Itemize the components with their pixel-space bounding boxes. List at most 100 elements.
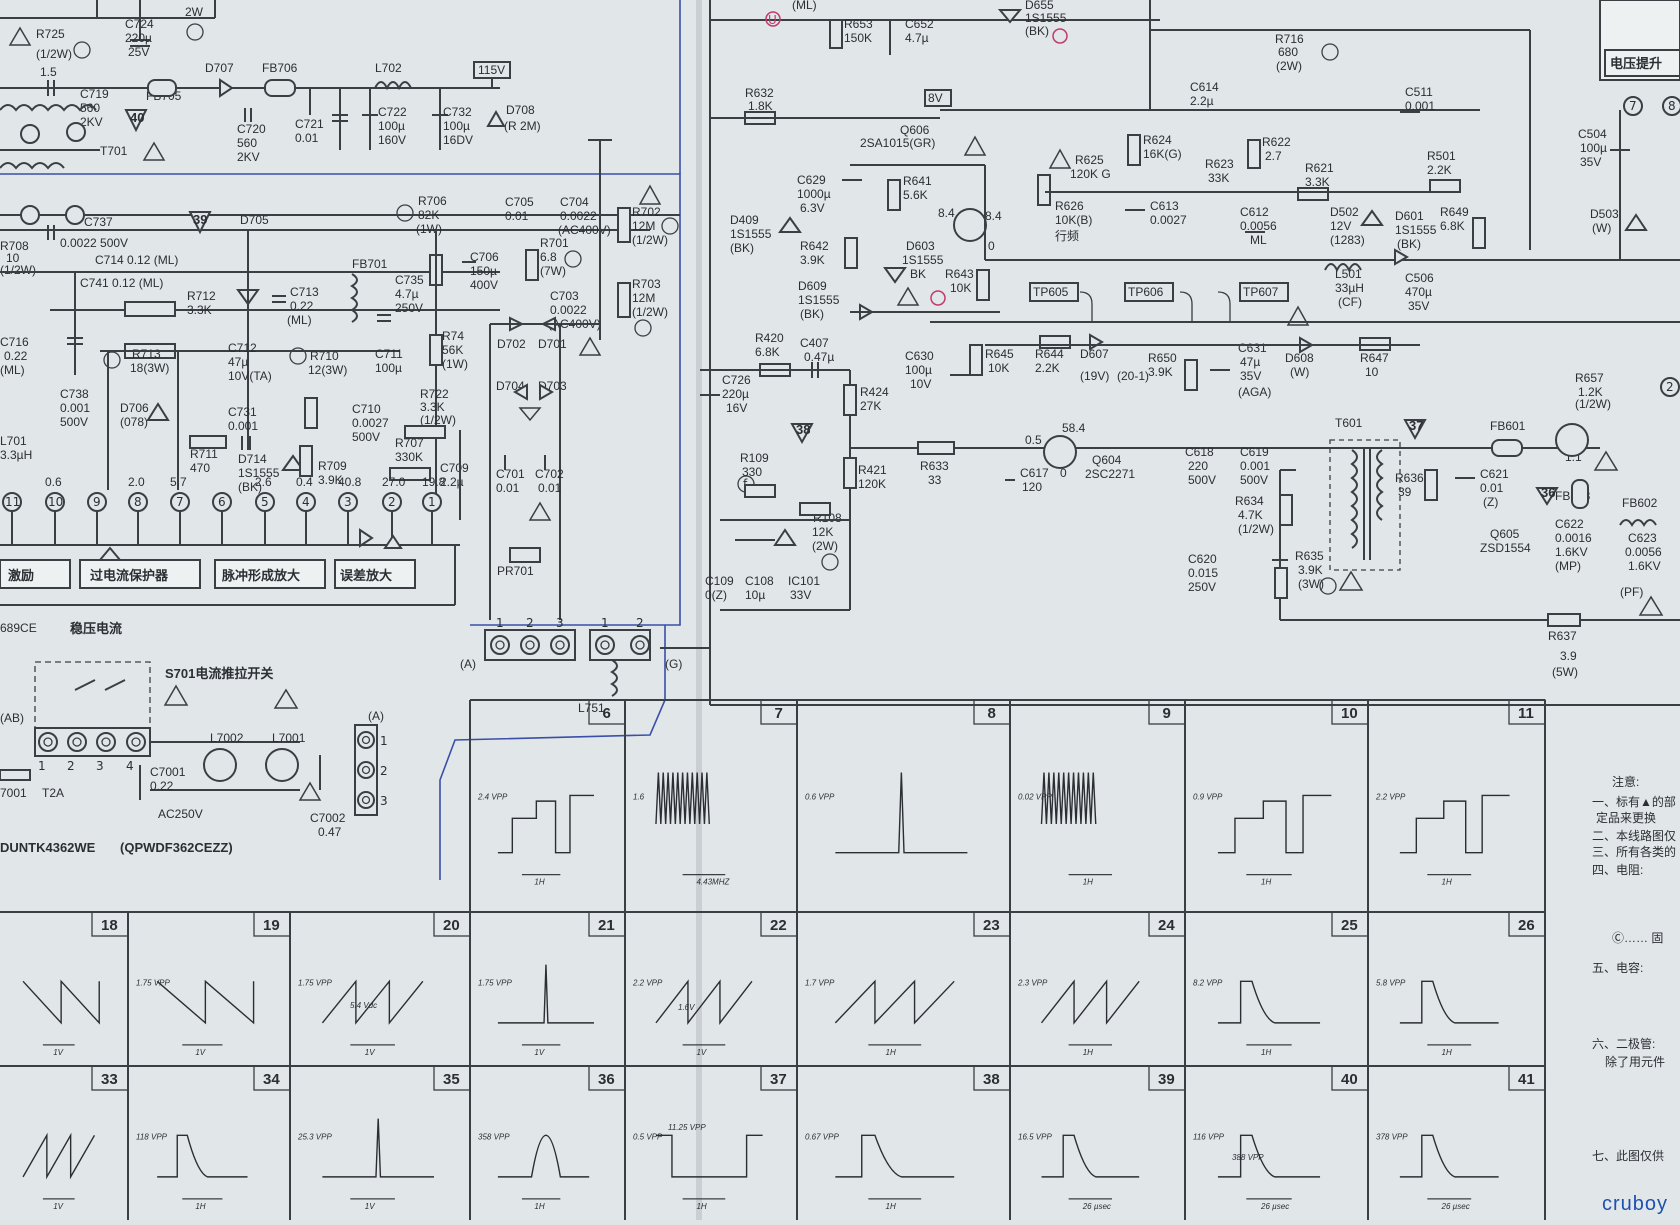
svg-text:0.001: 0.001	[228, 419, 258, 433]
svg-text:4.7µ: 4.7µ	[395, 287, 419, 301]
waveform-trace	[1040, 979, 1140, 1025]
connector-pin	[520, 635, 540, 655]
svg-text:0.01: 0.01	[538, 481, 562, 495]
svg-text:1S1555: 1S1555	[730, 227, 772, 241]
svg-text:R624: R624	[1143, 133, 1172, 147]
waveform-number: 33	[101, 1071, 118, 1088]
svg-text:L7002: L7002	[210, 731, 244, 745]
svg-text:2KV: 2KV	[237, 150, 260, 164]
waveform-number: 34	[263, 1071, 280, 1088]
svg-text:D603: D603	[906, 239, 935, 253]
svg-text:0.0027: 0.0027	[1150, 213, 1187, 227]
svg-text:16V: 16V	[726, 401, 747, 415]
svg-text:C709: C709	[440, 461, 469, 475]
svg-text:D503: D503	[1590, 207, 1619, 221]
svg-text:100µ: 100µ	[443, 119, 470, 133]
svg-text:689CE: 689CE	[0, 621, 37, 635]
ic-pin-voltage: 40.8	[338, 475, 362, 489]
svg-text:R702: R702	[632, 205, 661, 219]
ic-pin-number: 9	[93, 495, 101, 509]
notes-section: 注意: 一、标有▲的部 定品来更换 二、本线路图仅 三、所有各类的 四、电阻: …	[1592, 774, 1676, 1163]
svg-text:七、此图仅供: 七、此图仅供	[1592, 1149, 1664, 1163]
svg-text:35V: 35V	[1580, 155, 1601, 169]
waveform-trace	[655, 1134, 763, 1178]
connector-pin-number: 1	[496, 616, 504, 630]
waveform-number: 39	[1158, 1071, 1175, 1088]
svg-text:R653: R653	[844, 17, 873, 31]
svg-text:100µ: 100µ	[1580, 141, 1607, 155]
waveform-trace	[834, 979, 955, 1025]
a-pin	[357, 761, 375, 779]
svg-text:D701: D701	[538, 337, 567, 351]
connector-pin-number: 2	[526, 616, 534, 630]
svg-text:12(3W): 12(3W)	[308, 363, 347, 377]
waveform-trace	[497, 794, 594, 854]
svg-text:(5W): (5W)	[1552, 665, 1578, 679]
svg-text:Q605: Q605	[1490, 527, 1520, 541]
svg-text:120: 120	[1022, 480, 1042, 494]
svg-text:3.9K: 3.9K	[1148, 365, 1173, 379]
svg-text:33K: 33K	[1208, 171, 1229, 185]
svg-text:C622: C622	[1555, 517, 1584, 531]
svg-text:R722: R722	[420, 387, 449, 401]
svg-text:0.47: 0.47	[318, 825, 342, 839]
svg-text:(1/2W): (1/2W)	[36, 47, 72, 61]
svg-text:T601: T601	[1335, 416, 1363, 430]
svg-text:R632: R632	[745, 86, 774, 100]
waveform-trace	[322, 1118, 434, 1178]
waveform-trace	[1217, 980, 1321, 1024]
waveform-trace	[1040, 772, 1097, 825]
svg-text:(G): (G)	[665, 657, 682, 671]
svg-text:(BK): (BK)	[1397, 237, 1421, 251]
waveform-timebase: 1H	[1261, 878, 1271, 887]
svg-text:R643: R643	[945, 267, 974, 281]
svg-text:ZSD1554: ZSD1554	[1480, 541, 1531, 555]
waveform-timebase: 1H	[534, 878, 544, 887]
svg-text:1S1555: 1S1555	[238, 466, 280, 480]
svg-text:1S1555: 1S1555	[1395, 223, 1437, 237]
svg-text:1.5: 1.5	[40, 65, 57, 79]
svg-text:(1/2W): (1/2W)	[1575, 397, 1611, 411]
svg-text:(ML): (ML)	[287, 313, 312, 327]
waveform-timebase: 1H	[886, 1202, 896, 1211]
svg-text:220µ: 220µ	[125, 31, 152, 45]
waveform-number: 24	[1158, 917, 1175, 934]
svg-text:FB706: FB706	[262, 61, 298, 75]
svg-text:C612: C612	[1240, 205, 1269, 219]
connector-pin	[630, 635, 650, 655]
svg-text:C613: C613	[1150, 199, 1179, 213]
waveform-trace	[1217, 1134, 1321, 1178]
ic-pin-voltage: 0.6	[45, 475, 62, 489]
waveform-cell: 80.6 VPP	[805, 699, 1011, 854]
svg-text:500V: 500V	[1240, 473, 1268, 487]
waveform-timebase: 1V	[696, 1048, 706, 1057]
svg-text:1000µ: 1000µ	[797, 187, 831, 201]
svg-text:D708: D708	[506, 103, 535, 117]
svg-text:R701: R701	[540, 236, 569, 250]
svg-text:150µ: 150µ	[470, 264, 497, 278]
svg-text:R633: R633	[920, 459, 949, 473]
svg-text:1S1555: 1S1555	[902, 253, 944, 267]
waveform-number: 26	[1518, 917, 1535, 934]
svg-text:(078): (078)	[120, 415, 148, 429]
svg-text:39: 39	[1398, 485, 1412, 499]
svg-text:R713: R713	[132, 347, 161, 361]
waveform-trace	[22, 1132, 96, 1180]
svg-text:470: 470	[190, 461, 210, 475]
svg-text:(1/2W): (1/2W)	[1238, 522, 1274, 536]
waveform-amplitude: 2.3 VPP	[1017, 978, 1048, 987]
svg-text:R642: R642	[800, 239, 829, 253]
svg-text:C108: C108	[745, 574, 774, 588]
waveform-number: 37	[770, 1071, 787, 1088]
svg-text:12K: 12K	[812, 525, 833, 539]
svg-text:2.2µ: 2.2µ	[1190, 94, 1214, 108]
svg-text:行频: 行频	[1055, 229, 1079, 243]
svg-text:2.7: 2.7	[1265, 149, 1282, 163]
